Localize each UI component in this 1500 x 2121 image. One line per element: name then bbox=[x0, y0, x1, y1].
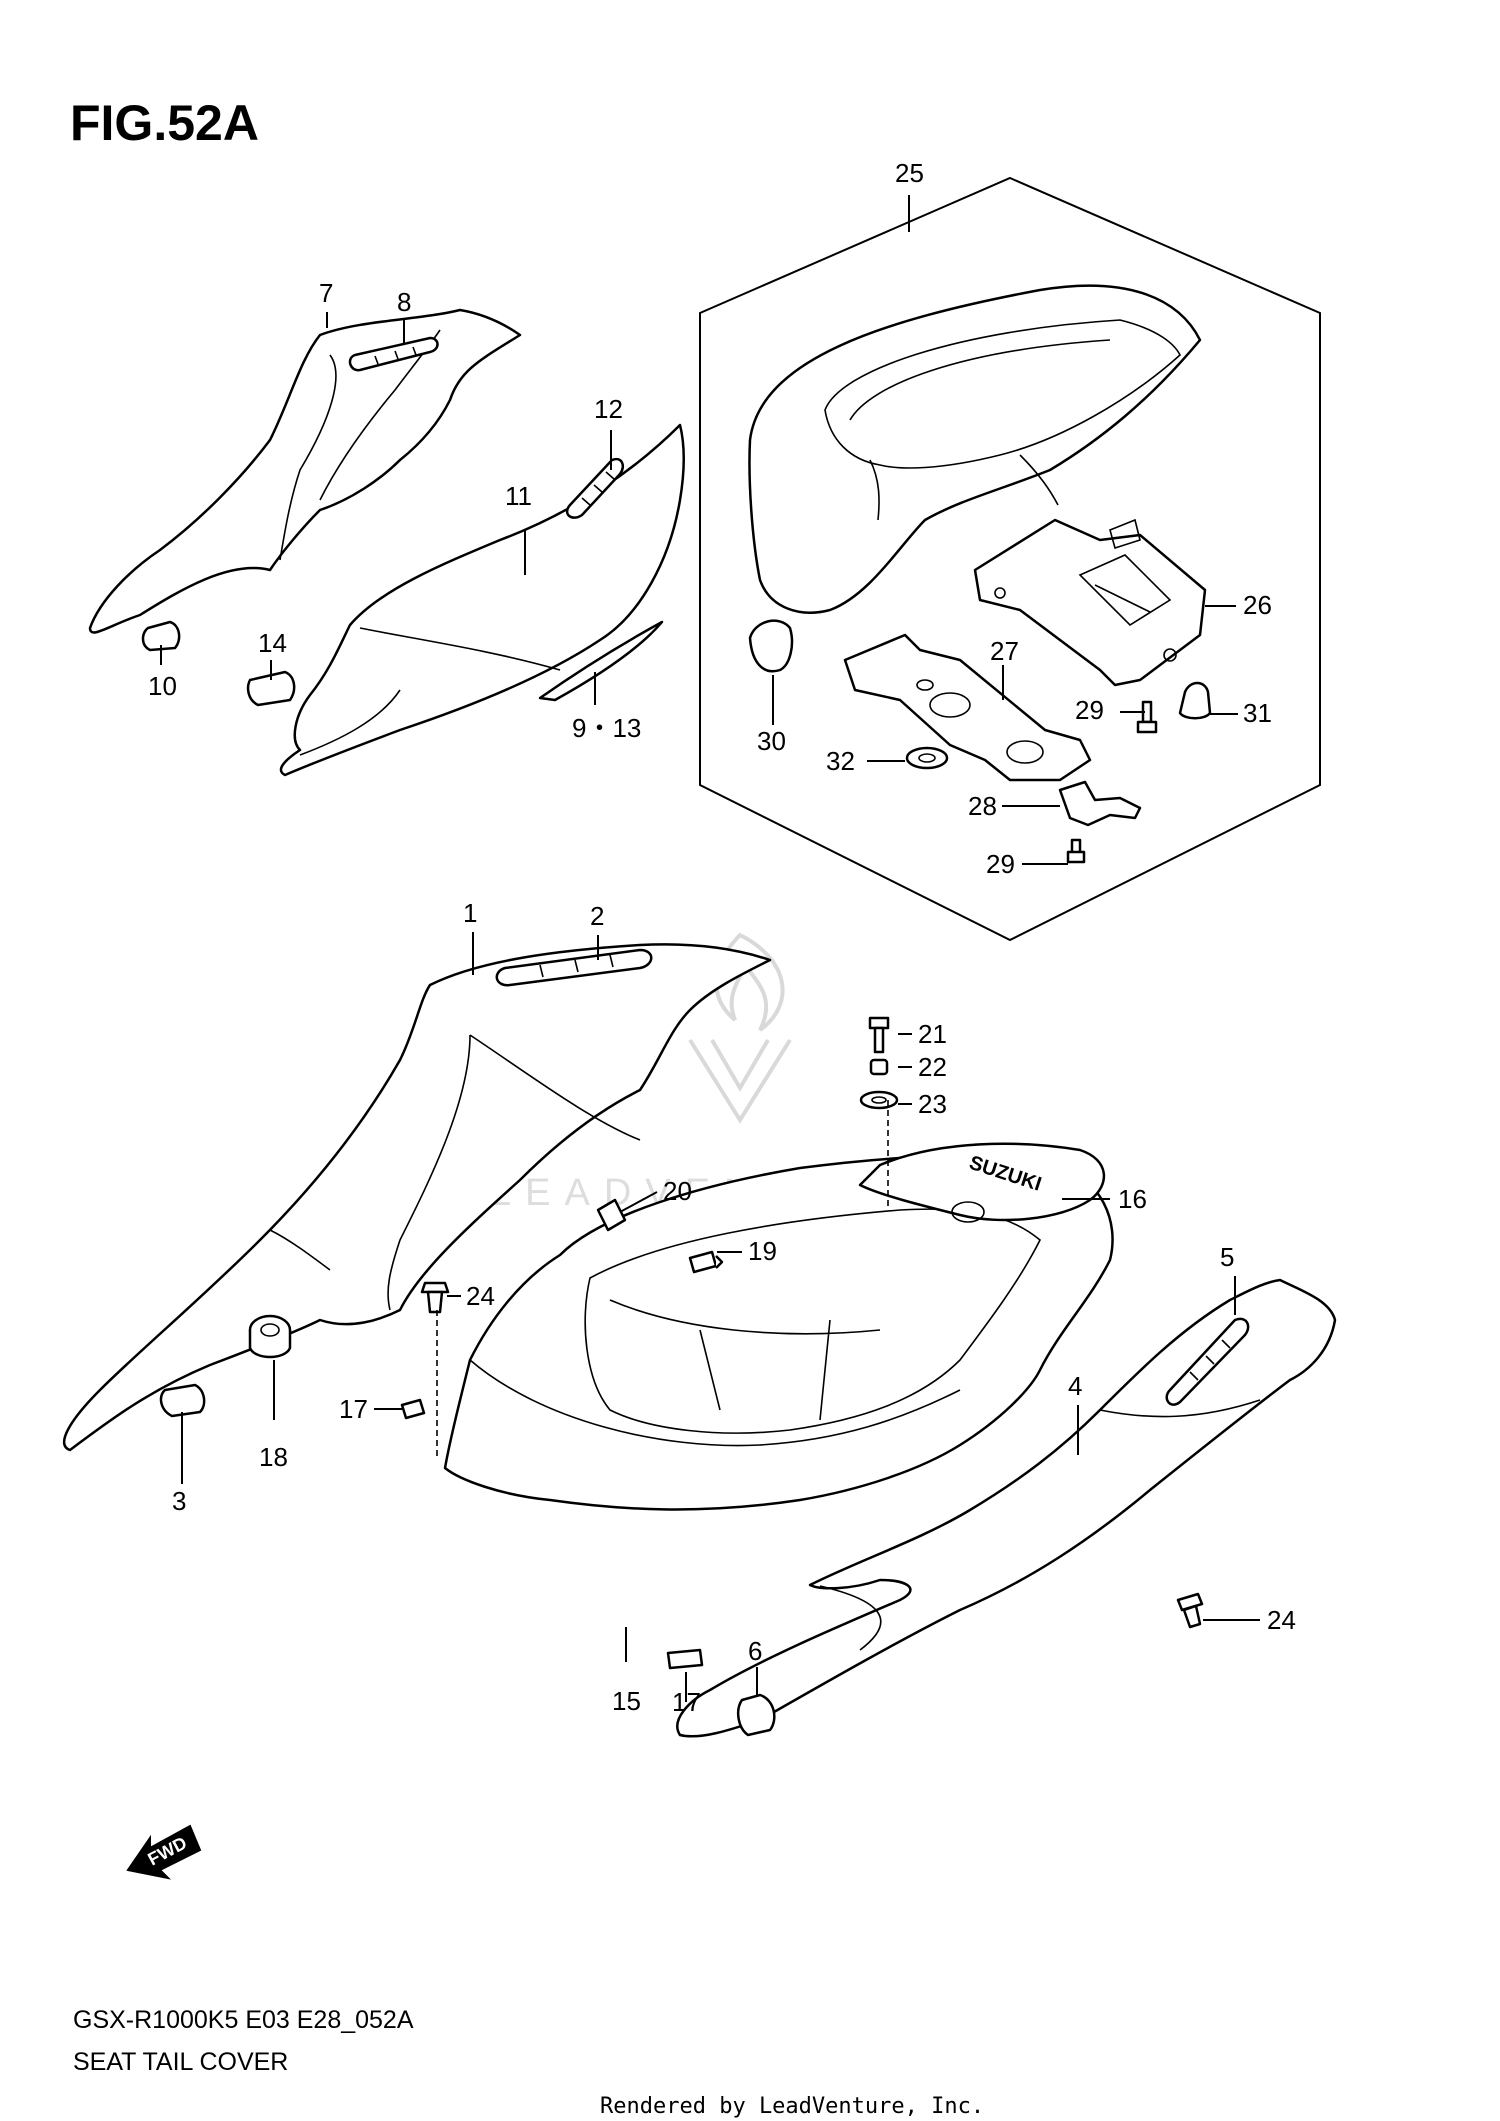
callout-31: 31 bbox=[1243, 698, 1272, 728]
render-credit: Rendered by LeadVenture, Inc. bbox=[600, 2094, 984, 2119]
model-code: GSX-R1000K5 E03 E28_052A bbox=[73, 2006, 414, 2034]
grommet-part-18[interactable] bbox=[248, 1314, 292, 1359]
callout-17-a: 17 bbox=[339, 1394, 368, 1424]
screw-part-19[interactable] bbox=[688, 1250, 724, 1274]
callout-22: 22 bbox=[918, 1052, 947, 1082]
callout-5: 5 bbox=[1220, 1242, 1234, 1272]
callout-25: 25 bbox=[895, 158, 924, 188]
leader-lines bbox=[160, 195, 1260, 1702]
callout-3: 3 bbox=[172, 1486, 186, 1516]
rear-cover-part-16[interactable]: SUZUKI bbox=[858, 1142, 1106, 1223]
side-cover-part-7[interactable] bbox=[88, 308, 522, 634]
clip-part-6[interactable] bbox=[736, 1693, 776, 1737]
emblem-part-2[interactable] bbox=[495, 948, 653, 987]
callout-4: 4 bbox=[1068, 1371, 1082, 1401]
emblem-part-8[interactable] bbox=[348, 336, 439, 372]
bolt-part-21[interactable] bbox=[868, 1016, 890, 1054]
callout-28: 28 bbox=[968, 791, 997, 821]
callout-30: 30 bbox=[757, 726, 786, 756]
callout-12: 12 bbox=[594, 394, 623, 424]
figure-title: FIG.52A bbox=[70, 95, 259, 151]
callout-21: 21 bbox=[918, 1019, 947, 1049]
callout-14: 14 bbox=[258, 628, 287, 658]
fastener-part-24-a[interactable] bbox=[420, 1281, 450, 1314]
clip-part-14[interactable] bbox=[246, 670, 296, 707]
callout-15: 15 bbox=[612, 1686, 641, 1716]
tail-cover-part-1[interactable] bbox=[62, 943, 772, 1452]
clip-part-10[interactable] bbox=[141, 620, 181, 652]
cowl-bracket-part-26[interactable] bbox=[973, 518, 1207, 687]
tape-part-17-a[interactable] bbox=[400, 1398, 426, 1420]
emblem-part-12[interactable] bbox=[565, 457, 624, 519]
bracket-part-20[interactable] bbox=[596, 1198, 627, 1232]
callout-23: 23 bbox=[918, 1089, 947, 1119]
callout-26: 26 bbox=[1243, 590, 1272, 620]
collar-part-22[interactable] bbox=[869, 1058, 889, 1076]
callout-11: 11 bbox=[505, 481, 532, 511]
emblem-part-5[interactable] bbox=[1165, 1317, 1250, 1406]
callout-24-b: 24 bbox=[1267, 1605, 1296, 1635]
callout-27: 27 bbox=[990, 636, 1019, 666]
callout-18: 18 bbox=[259, 1442, 288, 1472]
callout-1: 1 bbox=[463, 898, 477, 928]
seat-tail-part-15[interactable] bbox=[443, 1154, 1114, 1511]
callout-17-b: 17 bbox=[672, 1687, 701, 1717]
tape-part-17-b[interactable] bbox=[666, 1648, 704, 1670]
grommet-part-32[interactable] bbox=[905, 746, 949, 770]
bolt-part-29-b[interactable] bbox=[1066, 838, 1086, 864]
section-name: SEAT TAIL COVER bbox=[73, 2048, 288, 2076]
callout-8: 8 bbox=[397, 287, 411, 317]
callout-24-a: 24 bbox=[466, 1281, 495, 1311]
seat-cowl-part-25[interactable] bbox=[748, 284, 1202, 614]
callout-7: 7 bbox=[319, 278, 333, 308]
callout-29-a: 29 bbox=[1075, 695, 1104, 725]
grommet-part-23[interactable] bbox=[859, 1090, 899, 1110]
kit-25-outline bbox=[699, 176, 1321, 942]
cowl-plate-part-27[interactable] bbox=[843, 633, 1092, 782]
callout-32: 32 bbox=[826, 746, 855, 776]
callout-16: 16 bbox=[1118, 1184, 1147, 1214]
callout-2: 2 bbox=[590, 901, 604, 931]
latch-part-28[interactable] bbox=[1058, 780, 1142, 827]
fastener-part-24-b[interactable] bbox=[1176, 1592, 1204, 1629]
cushion-part-30[interactable] bbox=[748, 619, 794, 673]
bolt-part-29-a[interactable] bbox=[1136, 700, 1158, 734]
clip-part-3[interactable] bbox=[159, 1383, 206, 1418]
decal-part-9-13[interactable] bbox=[538, 620, 664, 702]
callout-9-13: 9・13 bbox=[572, 713, 641, 743]
callout-29-b: 29 bbox=[986, 849, 1015, 879]
cushion-part-31[interactable] bbox=[1178, 681, 1212, 720]
callout-20: 20 bbox=[663, 1176, 692, 1206]
callout-19: 19 bbox=[748, 1236, 777, 1266]
callouts: 25 7 8 12 11 10 14 9・13 26 27 29 31 30 3… bbox=[148, 158, 1296, 1717]
callout-10: 10 bbox=[148, 671, 177, 701]
callout-6: 6 bbox=[748, 1636, 762, 1666]
fwd-direction-arrow: FWD bbox=[126, 1824, 202, 1880]
